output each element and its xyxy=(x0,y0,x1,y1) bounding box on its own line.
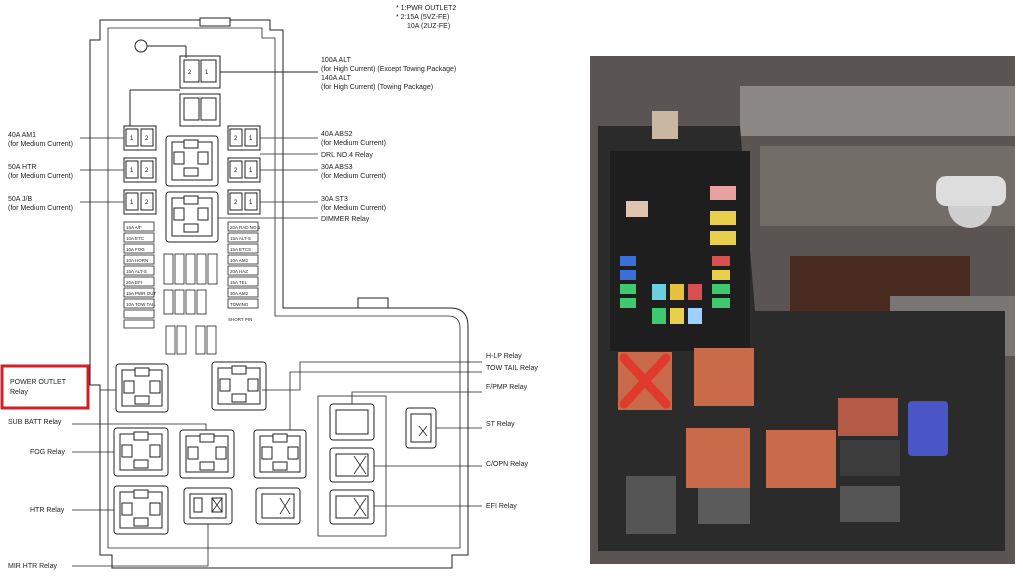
fuse-left-0: 15A A/F xyxy=(126,225,142,230)
label-dimmer: DIMMER Relay xyxy=(321,216,370,223)
label-am1: 40A AM1 xyxy=(8,132,36,139)
label-htr-relay: HTR Relay xyxy=(30,507,65,514)
fuse-left-5: 20A EFI xyxy=(126,280,142,285)
mounting-hole xyxy=(134,39,148,53)
svg-text:1: 1 xyxy=(130,200,134,206)
svg-text:2: 2 xyxy=(145,200,149,206)
fuse-column-left xyxy=(123,221,155,329)
svg-text:1: 1 xyxy=(249,136,253,142)
fuse-left-6: 15A PWR OUT xyxy=(126,291,157,296)
fuse-left-4: 15A ALT-S xyxy=(126,269,147,274)
short-pin-label: SHORT PIN xyxy=(228,317,252,322)
svg-text:2: 2 xyxy=(145,136,149,142)
fuse-right-2: 15A ETCS xyxy=(230,247,251,252)
label-st3-note: (for Medium Current) xyxy=(321,205,386,212)
svg-text:2: 2 xyxy=(234,200,238,206)
label-alt140-note: (for High Current) (Towing Package) xyxy=(321,84,433,91)
fuse-left-7: 10A TOW TAIL xyxy=(126,302,156,307)
label-abs2-note: (for Medium Current) xyxy=(321,140,386,147)
label-fog-relay: FOG Relay xyxy=(30,449,66,456)
label-alt100: 100A ALT xyxy=(321,57,352,64)
fuse-right-3: 10A AM2 xyxy=(230,258,249,263)
label-abs3-note: (for Medium Current) xyxy=(321,173,386,180)
fuse-box-outline xyxy=(89,19,469,569)
label-drl: DRL NO.4 Relay xyxy=(321,152,373,159)
fuse-left-1: 10A ETC xyxy=(126,236,145,241)
svg-text:1: 1 xyxy=(205,70,209,76)
label-abs3: 30A ABS3 xyxy=(321,164,353,171)
label-fpmp-relay: F/PMP Relay xyxy=(486,384,528,391)
power-outlet-relay-sublabel: Relay xyxy=(10,389,28,396)
fuse-right-7: TOWING xyxy=(230,302,249,307)
fuse-right-0: 20A RAD NO.1 xyxy=(230,225,261,230)
fuse-right-4: 20A HAZ xyxy=(230,269,248,274)
label-jb-note: (for Medium Current) xyxy=(8,205,73,212)
svg-text:1: 1 xyxy=(130,168,134,174)
fuse-left-2: 10A FOG xyxy=(126,247,145,252)
fuse-column-right xyxy=(227,221,259,309)
label-copn-relay: C/OPN Relay xyxy=(486,461,529,468)
fuse-right-5: 15A TEL xyxy=(230,280,248,285)
label-alt140: 140A ALT xyxy=(321,75,352,82)
label-htr50-note: (for Medium Current) xyxy=(8,173,73,180)
label-am1-note: (for Medium Current) xyxy=(8,141,73,148)
svg-text:1: 1 xyxy=(249,200,253,206)
svg-text:1: 1 xyxy=(130,136,134,142)
label-alt100-note: (for High Current) (Except Towing Packag… xyxy=(321,66,456,73)
label-mir-htr-relay: MIR HTR Relay xyxy=(8,563,58,570)
svg-text:2: 2 xyxy=(188,70,192,76)
svg-text:2: 2 xyxy=(145,168,149,174)
fuse-left-3: 10A HORN xyxy=(126,258,148,263)
svg-text:1: 1 xyxy=(249,168,253,174)
fuse-right-1: 15A ALT-S xyxy=(230,236,251,241)
label-st3: 30A ST3 xyxy=(321,196,348,203)
label-efi-relay: EFI Relay xyxy=(486,503,517,510)
label-sub-batt-relay: SUB BATT Relay xyxy=(8,419,62,426)
svg-text:2: 2 xyxy=(234,168,238,174)
power-outlet-relay-label: POWER OUTLET xyxy=(10,379,67,386)
fuse-box-diagram: 2 1 1 2 1 2 1 2 2 1 2 1 2 1 15A A/F 10A ETC 10A… xyxy=(0,5,538,570)
svg-text:2: 2 xyxy=(234,136,238,142)
label-st-relay: ST Relay xyxy=(486,421,515,428)
fuse-box-photo xyxy=(590,56,1015,564)
x-mark-icon xyxy=(619,353,671,409)
label-tow-tail-relay: TOW TAIL Relay xyxy=(486,365,538,372)
fuse-right-6: 30A AM2 xyxy=(230,291,249,296)
note-line-3: 10A (2UZ-FE) xyxy=(407,23,450,30)
note-line-1: * 1:PWR OUTLET2 xyxy=(396,5,456,12)
label-htr50: 50A HTR xyxy=(8,164,36,171)
label-abs2: 40A ABS2 xyxy=(321,131,353,138)
label-jb: 50A J/B xyxy=(8,196,32,203)
label-hlp-relay: H-LP Relay xyxy=(486,353,522,360)
power-outlet-highlight-box xyxy=(0,364,90,410)
note-line-2: * 2:15A (5VZ-FE) xyxy=(396,14,449,21)
